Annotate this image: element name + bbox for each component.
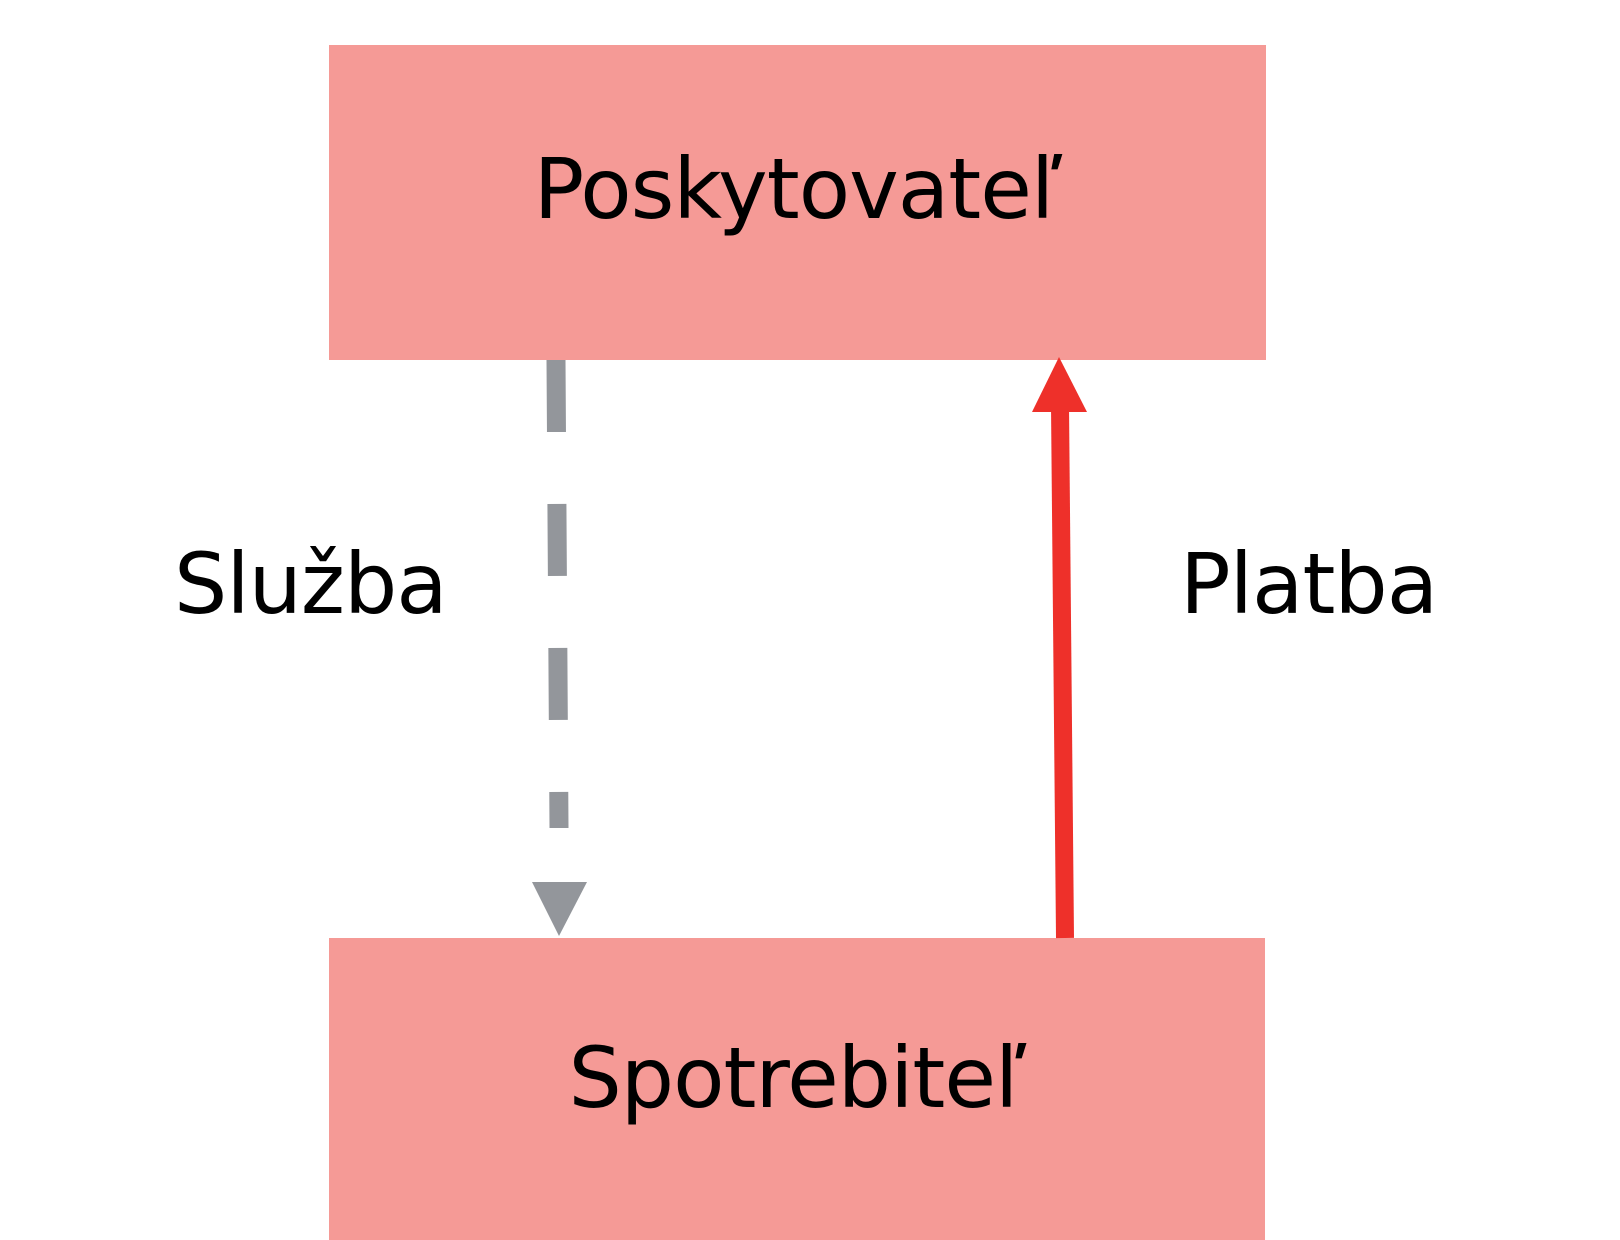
consumer-label: Spotrebiteľ xyxy=(568,1029,1026,1127)
payment-arrow-line xyxy=(1051,404,1074,939)
payment-arrowhead xyxy=(1032,357,1087,412)
service-edge-label: Služba xyxy=(174,535,448,633)
consumer-box: Spotrebiteľ xyxy=(329,938,1265,1240)
provider-label: Poskytovateľ xyxy=(533,140,1063,238)
payment-edge-label: Platba xyxy=(1180,535,1438,633)
provider-box: Poskytovateľ xyxy=(329,45,1266,360)
service-arrow-line xyxy=(546,359,569,829)
service-arrowhead xyxy=(532,882,587,936)
